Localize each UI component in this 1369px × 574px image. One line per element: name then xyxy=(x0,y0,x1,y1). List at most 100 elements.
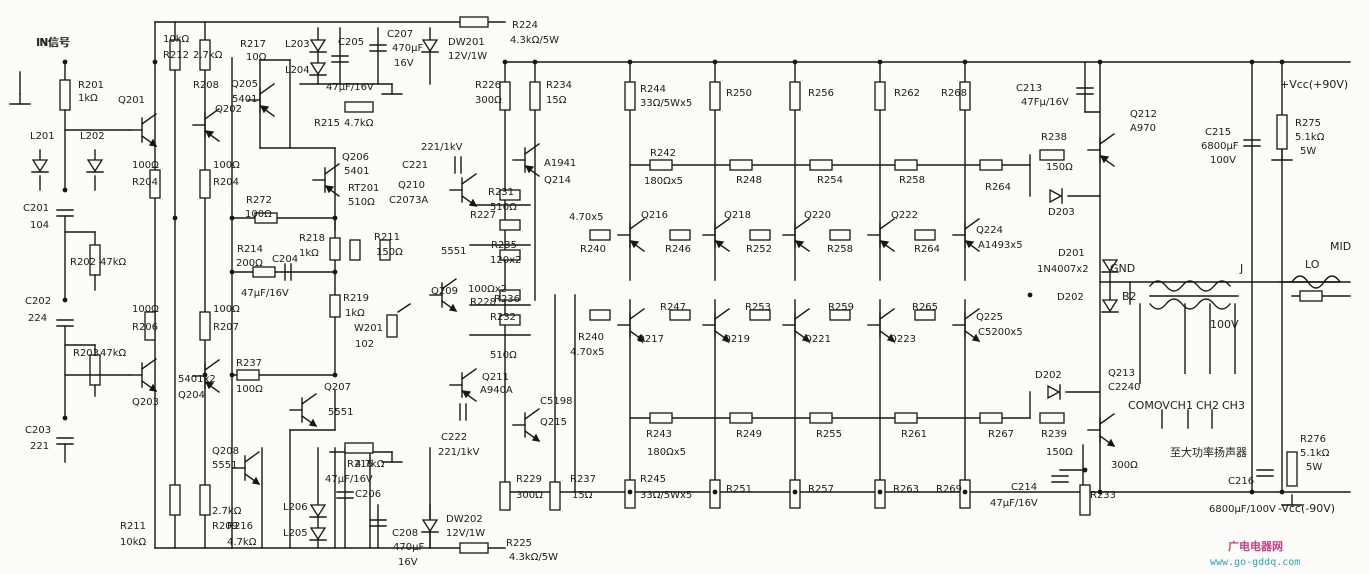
label-r269: R269 xyxy=(936,484,962,495)
node-dot xyxy=(962,489,968,495)
label-r214v: 200Ω xyxy=(236,258,263,269)
label-r276v: 5.1kΩ xyxy=(1300,448,1330,459)
label-c214v: 47μF/16V xyxy=(990,498,1038,509)
label-r261: R261 xyxy=(901,429,927,440)
label-d203: D203 xyxy=(1048,207,1075,218)
label-r219: R219 xyxy=(343,293,369,304)
label-r211b: R211 xyxy=(120,521,146,532)
label-q218: Q218 xyxy=(724,210,751,221)
w201-wiper xyxy=(397,303,411,313)
q214-symbol xyxy=(524,143,540,155)
q215-symbol xyxy=(531,433,541,442)
output-top-transistor xyxy=(714,240,725,249)
label-r276: R276 xyxy=(1300,434,1326,445)
label-r233v: 300Ω xyxy=(1111,460,1138,471)
label-d201: D201 xyxy=(1058,248,1085,259)
dw201-icon xyxy=(421,39,439,53)
r234-symbol xyxy=(529,81,541,111)
q210-symbol xyxy=(461,173,477,185)
label-r237bv: 15Ω xyxy=(572,490,593,501)
output-bottom-transistor xyxy=(879,308,895,320)
q207-symbol xyxy=(308,418,318,427)
l203-icon xyxy=(309,39,327,53)
output-bottom-transistor xyxy=(971,333,981,342)
label-r203: R203 xyxy=(73,348,99,359)
r233-symbol xyxy=(1079,484,1091,516)
upper-emitter-resistor xyxy=(749,229,771,241)
label-r244: R244 xyxy=(640,84,666,95)
q203-symbol xyxy=(141,358,157,370)
j-label: J xyxy=(1239,262,1243,275)
label-r218v: 1kΩ xyxy=(299,248,319,259)
output-top-transistor xyxy=(794,240,805,249)
label-r264b: R264 xyxy=(914,244,940,255)
r275-symbol xyxy=(1276,114,1288,150)
node-dot xyxy=(332,215,338,221)
top-bias-resistor xyxy=(809,159,833,171)
label-l205: L205 xyxy=(283,528,308,539)
label-dw202v: 12V/1W xyxy=(446,528,485,539)
output-top-resistor xyxy=(624,81,636,111)
label-c216: C216 xyxy=(1228,476,1254,487)
label-r258: R258 xyxy=(899,175,925,186)
r204b-symbol xyxy=(199,169,211,199)
lower-emitter-resistor xyxy=(589,309,611,321)
q208-symbol xyxy=(244,451,260,463)
label-r206: R206 xyxy=(132,322,158,333)
label-l204: L204 xyxy=(285,65,310,76)
label-r275v2: 5W xyxy=(1300,146,1316,157)
top-rail-label: +Vcc(+90V) xyxy=(1280,78,1348,91)
label-r245v: 33Ω/5Wx5 xyxy=(640,490,692,501)
label-r276v2: 5W xyxy=(1306,462,1322,473)
label-r235: R235 xyxy=(491,240,517,251)
label-r215: R215 xyxy=(314,118,340,129)
label-r243: R243 xyxy=(646,429,672,440)
label-r229: R229 xyxy=(516,474,542,485)
w201-symbol xyxy=(386,314,398,338)
node-dot xyxy=(229,372,235,378)
q208-symbol xyxy=(251,476,261,485)
r235-symbol xyxy=(499,249,521,261)
label-r225v: 4.3kΩ/5W xyxy=(509,552,558,563)
r239-symbol xyxy=(1039,412,1065,424)
label-r219v: 1kΩ xyxy=(345,308,365,319)
label-c203: C203 xyxy=(25,425,51,436)
label-r216a: R216 xyxy=(347,459,373,470)
label-q212: Q212 xyxy=(1130,109,1157,120)
q212-symbol xyxy=(1099,133,1115,145)
node-dot xyxy=(877,59,883,65)
output-bottom-transistor xyxy=(964,308,980,320)
label-r206v: 100Ω xyxy=(132,304,159,315)
upper-emitter-resistor xyxy=(829,229,851,241)
label-r203v: 47kΩ xyxy=(100,348,127,359)
r227-symbol xyxy=(499,219,521,231)
gnd-label: GND xyxy=(1110,262,1135,275)
output-bottom-transistor xyxy=(801,333,811,342)
label-q221: Q221 xyxy=(804,334,831,345)
label-r250: R250 xyxy=(726,88,752,99)
label-q225: Q225 xyxy=(976,312,1003,323)
label-r267: R267 xyxy=(988,429,1014,440)
label-q210v: C2073A xyxy=(389,195,428,206)
q202-symbol xyxy=(204,130,215,139)
node-dot xyxy=(229,269,235,275)
label-r248: R248 xyxy=(736,175,762,186)
label-q211: Q211 xyxy=(482,372,509,383)
label-rt201: RT201 xyxy=(348,183,379,194)
node-dot xyxy=(1097,489,1103,495)
label-r240b: R240 xyxy=(578,332,604,343)
d202b-icon xyxy=(1101,299,1119,313)
r237a-symbol xyxy=(236,369,260,381)
dw202-icon xyxy=(421,519,439,533)
label-q203: Q203 xyxy=(132,397,159,408)
label-c208v2: 16V xyxy=(398,557,418,568)
label-l203: L203 xyxy=(285,39,310,50)
top-bias-resistor xyxy=(894,159,918,171)
bottom-bias-resistor xyxy=(649,412,673,424)
label-q207v: 5551 xyxy=(328,407,353,418)
label-q211v: A940A xyxy=(480,385,513,396)
label-r246: R246 xyxy=(665,244,691,255)
r232-symbol xyxy=(499,314,521,326)
